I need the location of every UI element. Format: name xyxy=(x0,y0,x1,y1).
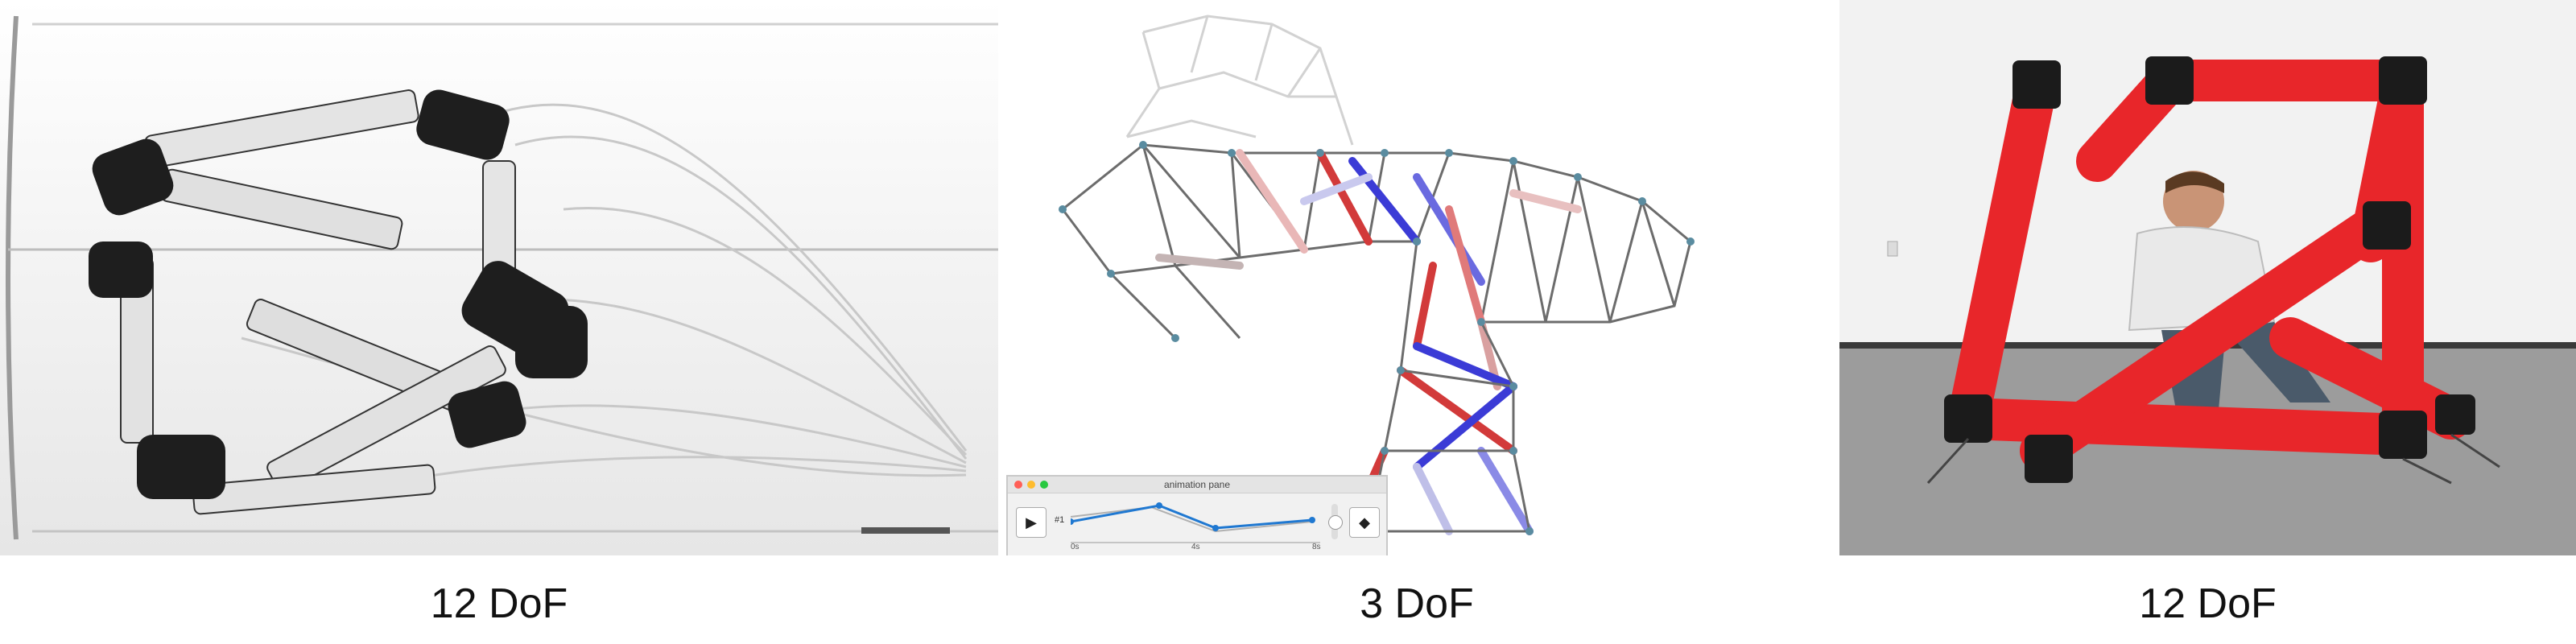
tube-robot-illustration xyxy=(0,0,998,555)
time-tick: 8s xyxy=(1312,543,1321,551)
keyframe-point xyxy=(1212,525,1219,531)
animation-pane: animation pane ▶ #1 0s 4s 8s ◆ xyxy=(1006,475,1388,555)
red-truss-illustration xyxy=(1839,0,2576,555)
add-keyframe-button[interactable]: ◆ xyxy=(1349,507,1380,538)
diamond-icon: ◆ xyxy=(1359,514,1370,530)
animation-pane-title: animation pane xyxy=(1008,477,1386,493)
track-label: #1 xyxy=(1055,515,1065,525)
play-button[interactable]: ▶ xyxy=(1016,507,1046,538)
maximize-window-icon[interactable] xyxy=(1040,481,1048,489)
photo-tube-robot xyxy=(0,0,998,555)
photo-red-truss-robot xyxy=(1839,0,2576,555)
truss-simulation-illustration xyxy=(1059,14,1695,535)
caption-left: 12 DoF xyxy=(430,580,568,627)
keyframe-point xyxy=(1156,502,1162,509)
keyframe-point xyxy=(1309,517,1315,523)
time-tick: 0s xyxy=(1071,543,1080,551)
caption-center: 3 DoF xyxy=(1360,580,1474,627)
person xyxy=(2128,171,2330,419)
keyframe-point xyxy=(1071,518,1074,525)
simulation-truss-view: animation pane ▶ #1 0s 4s 8s ◆ xyxy=(998,0,1835,555)
keyframe-curve[interactable] xyxy=(1071,499,1320,544)
close-window-icon[interactable] xyxy=(1014,481,1022,489)
caption-right: 12 DoF xyxy=(2139,580,2277,627)
time-tick: 4s xyxy=(1191,543,1200,551)
minimize-window-icon[interactable] xyxy=(1027,481,1035,489)
time-slider[interactable] xyxy=(1328,504,1343,539)
play-icon: ▶ xyxy=(1026,514,1037,530)
